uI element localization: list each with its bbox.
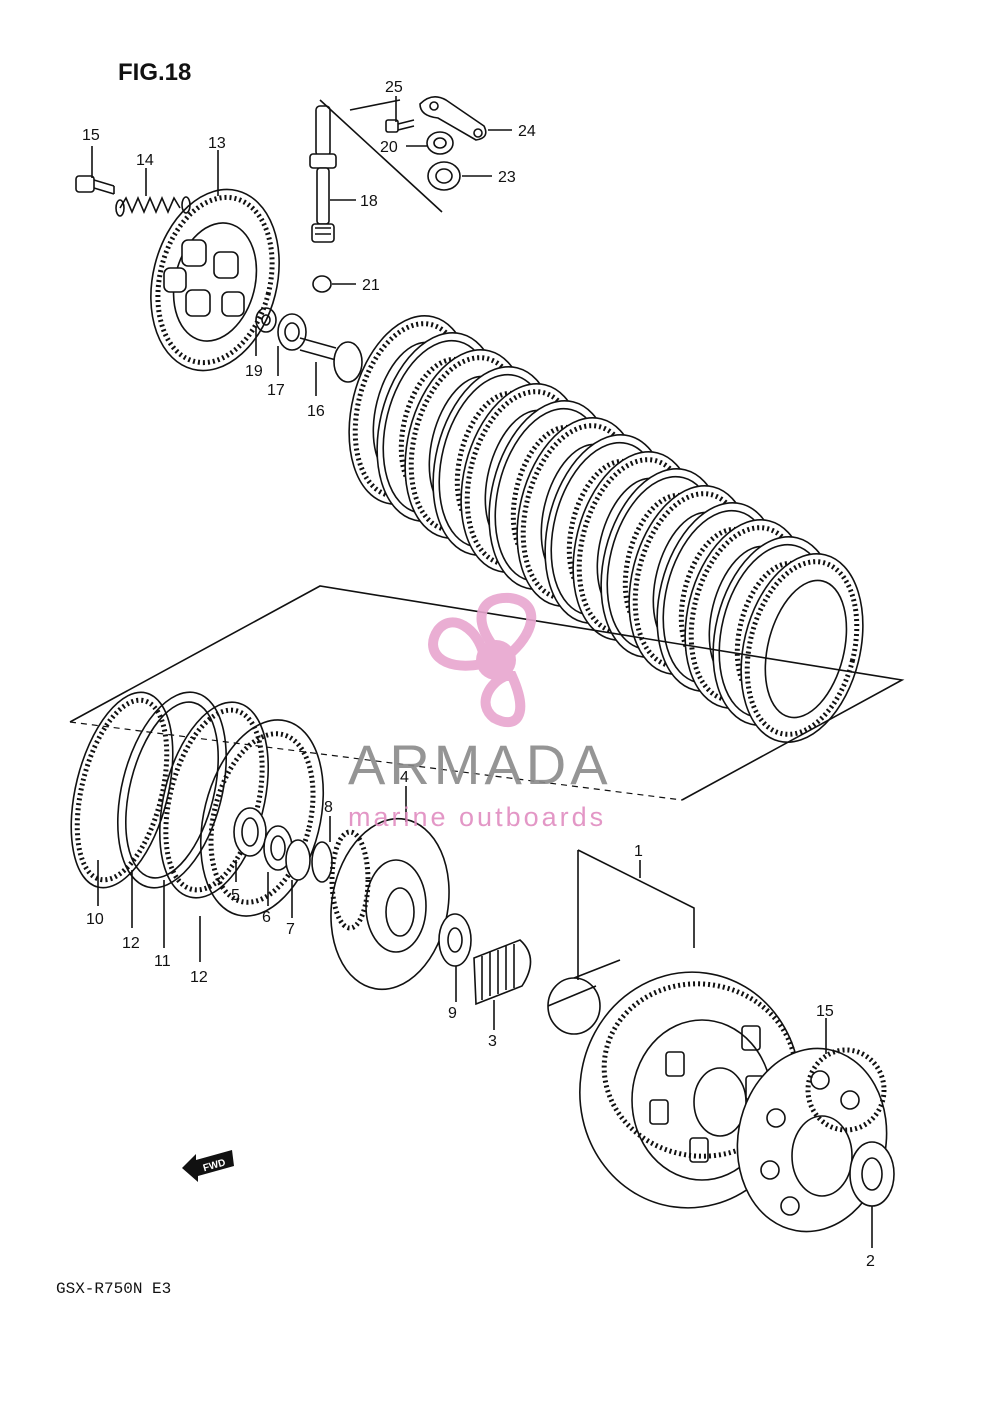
pressure-plate-13: [150, 188, 280, 372]
push-rod-17: [299, 337, 363, 383]
callout-11: 11: [154, 953, 171, 970]
callout-1: 1: [634, 843, 643, 860]
callout-2: 2: [866, 1253, 875, 1270]
watermark-brand: ARMADA: [348, 733, 612, 796]
callout-24: 24: [518, 123, 536, 140]
watermark-tagline: marine outboards: [348, 802, 606, 832]
bolt-15: [75, 175, 115, 195]
callout-16: 15: [816, 1003, 834, 1020]
callout-20: 19: [245, 363, 263, 380]
callout-4: 4: [400, 769, 409, 786]
callout-21: 20: [380, 139, 398, 156]
driven-plate-12b: [199, 719, 325, 917]
callout-17: 16: [307, 403, 325, 420]
group-bracket-top: [319, 99, 443, 213]
gear-bracket: [577, 849, 695, 980]
callout-10: 10: [86, 911, 104, 928]
stack-bracket: [69, 585, 905, 801]
spring-seat-5: [233, 807, 267, 857]
oil-seal-22: [312, 275, 332, 293]
callouts: 15 14 13 25 20 24 23 18 21 19 17 16 4 8 …: [82, 79, 875, 1270]
release-arm-24: [419, 96, 487, 141]
callout-23: 23: [498, 169, 516, 186]
model-code: GSX-R750N E3: [56, 1280, 171, 1298]
callout-13: 13: [208, 135, 226, 152]
washer-20: [255, 307, 277, 333]
bolt-25: [385, 119, 415, 133]
thrust-washer-9: [438, 913, 472, 967]
callout-15: 15: [82, 127, 100, 144]
callout-9: 9: [448, 1005, 457, 1022]
bearing-23: [427, 161, 461, 191]
leader-lines: [91, 96, 873, 1248]
callout-18: 18: [360, 193, 378, 210]
callout-6: 6: [262, 909, 271, 926]
callout-3: 3: [488, 1033, 497, 1050]
needle-bearing-3: [473, 939, 532, 1006]
callout-19: 17: [267, 382, 285, 399]
figure-title: FIG.18: [118, 59, 191, 86]
callout-25: 25: [385, 79, 403, 96]
callout-12b: 12: [190, 969, 208, 986]
washer-7: [285, 839, 311, 881]
callout-8: 8: [324, 799, 333, 816]
washer-8: [311, 841, 333, 883]
callout-22: 21: [362, 277, 380, 294]
watermark: ARMADA marine outboards: [348, 592, 612, 832]
clutch-plate-stack: [348, 315, 864, 743]
bush-21: [426, 131, 454, 155]
spring-14: [115, 195, 191, 217]
callout-5: 5: [231, 887, 240, 904]
oil-pump-drive-gear-16: [736, 1047, 888, 1233]
callout-7: 7: [286, 921, 295, 938]
clutch-sleeve-hub-4: [329, 817, 450, 991]
release-shaft-18: [309, 105, 337, 243]
spring-washer-6: [263, 825, 293, 871]
bearing-19: [277, 313, 307, 351]
callout-12a: 12: [122, 935, 140, 952]
propeller-icon: [428, 592, 537, 728]
clutch-plate: [740, 553, 864, 743]
driven-plate-12a: [116, 691, 228, 889]
thrust-washer-2: [849, 1141, 895, 1207]
callout-14: 14: [136, 152, 154, 169]
